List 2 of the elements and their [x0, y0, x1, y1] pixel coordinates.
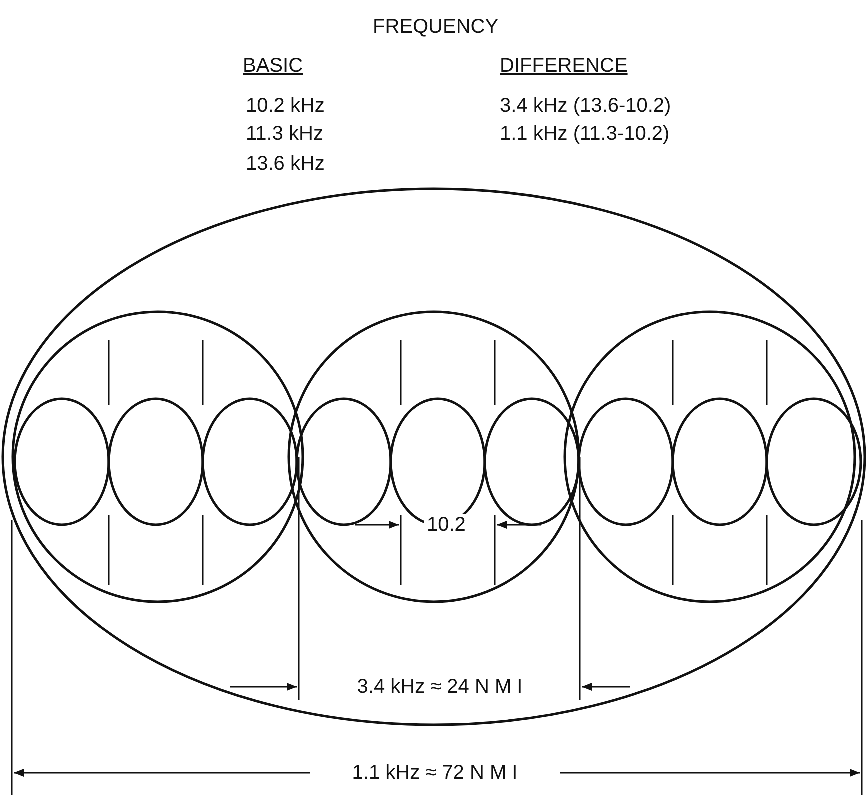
column-heading: BASIC: [240, 55, 306, 77]
column-heading: DIFFERENCE: [497, 55, 631, 77]
